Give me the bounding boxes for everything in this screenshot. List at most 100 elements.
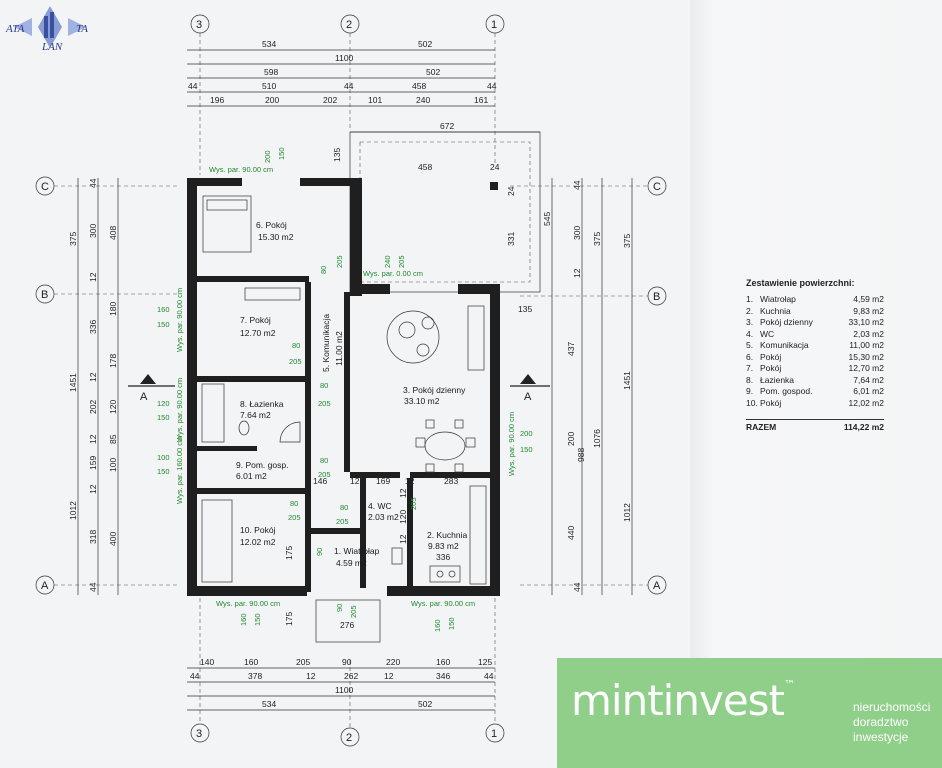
dim-left-375: 375 [68,232,78,246]
dim-top-44c: 44 [487,81,497,91]
page-fold-shadow [690,0,942,768]
inner-dimensions: 135 24 24 331 135 146 12 169 12 283 12 1… [284,148,532,630]
room-10-name: 10. Pokój [240,525,276,535]
g-80d: 80 [320,456,328,465]
dim-in-12: 12 [350,476,360,486]
g-120: 120 [157,399,170,408]
dim-bot-140: 140 [200,657,214,667]
summary-cell-n: 10. [746,397,758,408]
dim-bot-160b: 160 [436,657,450,667]
summary-cell-name: WC [760,328,775,339]
dim-right-988: 988 [576,448,586,462]
summary-cell-name: Komunikacja [760,340,809,350]
h-160-left9: Wys. par. 160.00 cm [175,436,184,504]
dim-bot-220: 220 [386,657,400,667]
h-90-top: Wys. par. 90.00 cm [209,165,273,174]
g-150: 150 [277,147,286,160]
g-150g: 150 [520,445,533,454]
dim-in-12c: 12 [398,488,408,498]
g-150e: 150 [253,613,262,626]
summary-total: RAZEM 114,22 m2 [746,419,884,432]
summary-cell-n: 9. [746,386,754,396]
tagline-1: nieruchomości [853,700,931,714]
dim-bot-12b: 12 [384,671,394,681]
dim-bot-160: 160 [244,657,258,667]
dim-left-100: 100 [108,458,118,472]
g-200: 200 [263,150,272,163]
dim-in-12d: 12 [398,534,408,544]
mintinvest-logo: mintinvest™ [571,676,795,725]
summary-title: Zestawienie powierzchni: [746,278,855,288]
g-205h: 205 [409,497,418,510]
dim-right-375: 375 [592,232,602,246]
room-8-name: 8. Łazienka [240,399,284,409]
summary-cell-name: Pokój [760,363,782,373]
g-160c: 160 [239,613,248,626]
dim-bot-346: 346 [436,671,450,681]
axis-2-bottom: 2 [346,732,352,744]
dim-top-534: 534 [262,39,276,49]
dim-in-175b: 175 [284,612,294,626]
dim-bot-44: 44 [190,671,200,681]
summary-cell-n: 2. [746,305,754,316]
dim-in-175: 175 [284,546,294,560]
h-90-bottom-right: Wys. par. 90.00 cm [411,599,475,608]
dim-left-159: 159 [88,456,98,470]
dim-top-1100: 1100 [335,53,354,63]
dim-bot-205: 205 [296,657,310,667]
dim-right-12: 12 [572,268,582,278]
room-8-area: 7.64 m2 [240,410,271,420]
dim-top-161: 161 [474,95,488,105]
total-label: RAZEM [746,422,777,432]
room-9-area: 6.01 m2 [236,471,267,481]
summary-cell-name: Pom. gospod. [760,386,813,396]
room-1-name: 1. Wiatrołap [334,546,380,556]
axis-markers: 3 2 1 3 2 1 C B A C B A [35,14,667,747]
h-90-right: Wys. par. 90.00 cm [507,412,516,476]
dim-left-44b: 44 [88,582,98,592]
summary-cell-n: 4. [746,328,754,339]
dim-right-437: 437 [566,342,576,356]
dim-bot-12: 12 [306,671,316,681]
summary-cell-n: 6. [746,351,754,362]
dim-top-458b: 458 [418,162,432,172]
g-205d: 205 [318,399,331,408]
dim-in-146: 146 [313,476,327,486]
section-marks: A A [128,374,550,403]
g-160d: 160 [433,619,442,632]
dim-top-202: 202 [323,95,337,105]
left-dimensions: 375 1451 1012 44 300 12 336 12 202 12 15… [68,178,119,595]
summary-cell-n: 1. [746,294,754,304]
dim-left-12b: 12 [88,372,98,382]
room-6-area: 15.30 m2 [258,232,294,242]
dim-in-276: 276 [340,620,354,630]
dim-left-120: 120 [108,400,118,414]
furniture [201,195,487,643]
room-2-name: 2. Kuchnia [427,530,467,540]
dim-in-120: 120 [398,510,408,524]
dim-top-598: 598 [264,67,278,77]
summary-cell-n: 3. [746,317,754,327]
dim-left-12c: 12 [88,434,98,444]
g-80e: 80 [290,499,298,508]
dim-top-44a: 44 [188,81,198,91]
h-90-left7: Wys. par. 90.00 cm [175,288,184,352]
dim-in-24b: 24 [506,186,516,196]
g-90a: 90 [315,548,324,556]
summary-cell-area: 9,83 m2 [853,305,884,316]
g-80f: 80 [340,503,348,512]
ata-lan-tr: TA [76,23,88,35]
g-205e: 205 [318,470,331,479]
room-5-name: 5. Komunikacja [321,314,331,372]
top-dimensions: 534 502 1100 598 502 44 510 44 458 44 19… [187,39,540,172]
dim-right-1451: 1451 [622,371,632,390]
dim-left-12d: 12 [88,484,98,494]
h-90-left8: Wys. par. 90.00 cm [175,378,184,442]
dim-top-44b: 44 [344,81,354,91]
g-150d: 150 [157,467,170,476]
